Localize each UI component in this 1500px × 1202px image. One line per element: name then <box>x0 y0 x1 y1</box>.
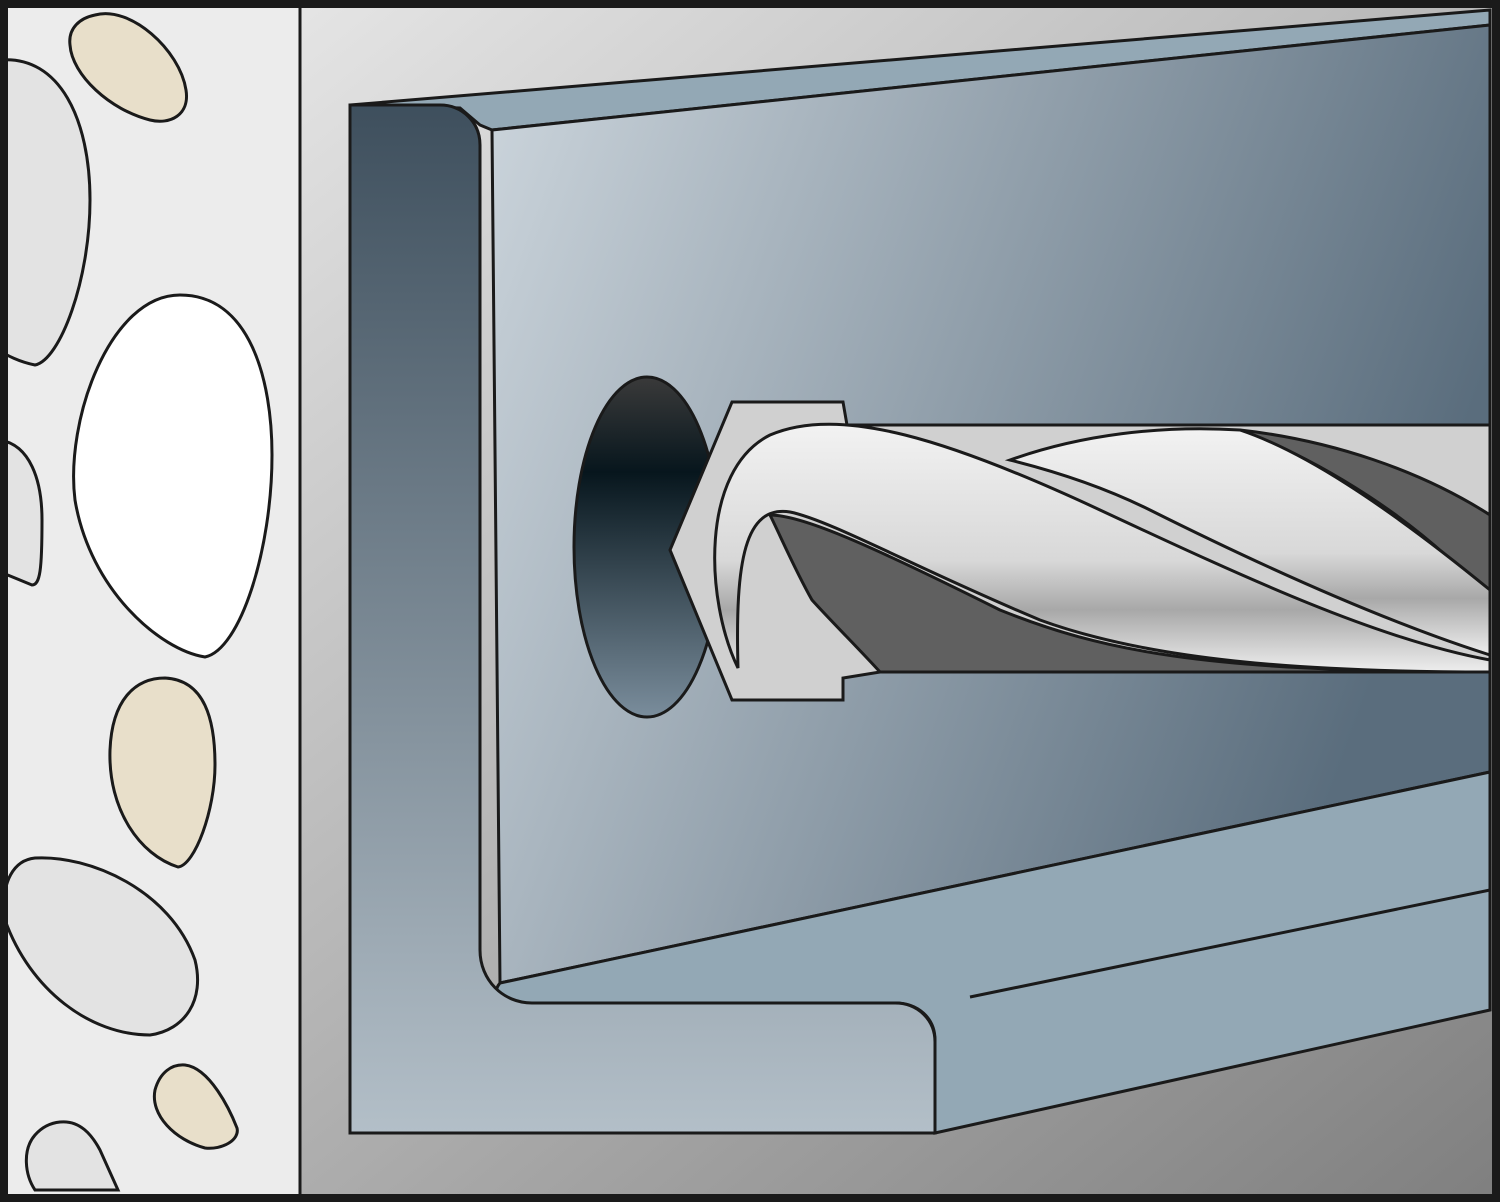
pebble <box>72 293 274 659</box>
angle-front-section <box>348 103 937 1135</box>
pebble <box>108 676 217 869</box>
pebble <box>0 58 92 367</box>
angle-edge-line <box>969 888 1491 999</box>
drill-flute <box>767 513 1491 674</box>
concrete-section <box>0 0 302 1202</box>
pebble <box>152 1063 239 1150</box>
drill-bit <box>668 400 1492 702</box>
drill-twist <box>1004 427 1492 658</box>
pebble <box>0 438 44 587</box>
drill-cutting-edge <box>713 422 1492 674</box>
pebble <box>68 12 188 123</box>
pebble <box>24 1120 121 1192</box>
